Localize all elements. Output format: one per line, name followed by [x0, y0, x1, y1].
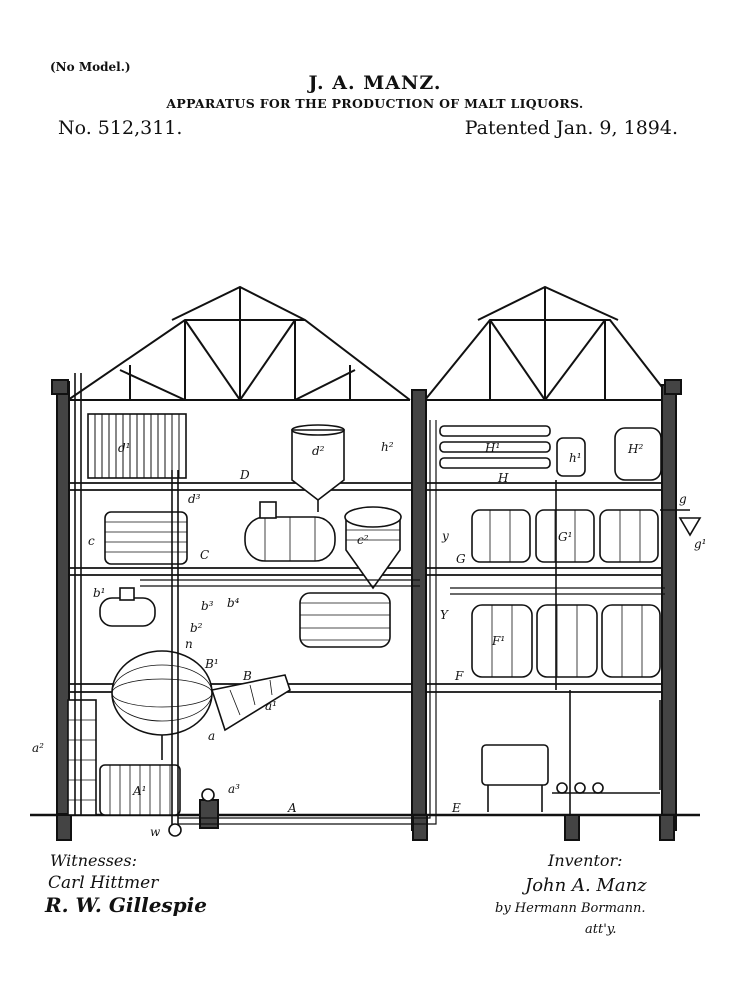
label-a1: a¹ — [265, 699, 277, 713]
label-c2: c² — [357, 533, 369, 547]
signature-block: Witnesses: Carl Hittmer R. W. Gillespie … — [44, 851, 647, 937]
label-D: D — [239, 468, 250, 482]
label-A: A — [287, 801, 297, 815]
label-c: c — [88, 534, 95, 548]
label-h1: h¹ — [569, 451, 582, 465]
label-d2: d² — [312, 444, 325, 458]
label-w: w — [150, 825, 161, 839]
patent-number: No. 512,311. — [58, 117, 183, 139]
roof-trusses — [67, 285, 673, 401]
label-g: g — [679, 492, 687, 506]
label-b4: b⁴ — [227, 596, 240, 610]
label-F: F — [454, 669, 464, 683]
attorney-signature: by Hermann Bormann. — [495, 901, 646, 916]
inventor-signature: John A. Manz — [521, 875, 647, 896]
label-G: G — [456, 552, 466, 566]
label-y: y — [441, 529, 449, 543]
label-h2: h² — [381, 440, 394, 454]
inventor-label: Inventor: — [547, 851, 623, 870]
building-walls — [30, 379, 700, 841]
figure-labels: d¹ D d² h² H¹ H h¹ H² d³ c C c² G G¹ g g… — [32, 440, 707, 839]
label-b3: b³ — [201, 599, 214, 613]
label-d3: d³ — [188, 492, 201, 506]
label-a3: a³ — [228, 782, 240, 796]
label-B1: B¹ — [204, 657, 219, 671]
label-H: H — [497, 471, 509, 485]
left-equipment — [67, 373, 437, 837]
label-a2: a² — [32, 741, 44, 755]
label-b1: b¹ — [93, 586, 106, 600]
label-n: n — [185, 637, 193, 651]
inventor-heading: J. A. MANZ. — [308, 72, 442, 94]
model-note: (No Model.) — [50, 60, 131, 74]
witnesses-label: Witnesses: — [50, 851, 137, 870]
label-g1: g¹ — [694, 537, 707, 551]
witness-1-signature: Carl Hittmer — [48, 873, 159, 893]
patent-title: APPARATUS FOR THE PRODUCTION OF MALT LIQ… — [166, 96, 584, 111]
label-Y: Y — [440, 608, 449, 622]
attorney-abbrev: att'y. — [585, 922, 617, 937]
label-A1: A¹ — [132, 784, 146, 798]
patent-date: Patented Jan. 9, 1894. — [464, 117, 678, 139]
label-b2: b² — [190, 621, 203, 635]
label-G1: G¹ — [558, 530, 572, 544]
label-C: C — [200, 548, 209, 562]
right-equipment — [439, 425, 702, 815]
label-E: E — [451, 801, 461, 815]
label-F1: F¹ — [491, 634, 505, 648]
witness-2-signature: R. W. Gillespie — [44, 893, 207, 917]
label-B: B — [242, 669, 252, 683]
label-a: a — [208, 729, 215, 743]
label-H2: H² — [627, 442, 643, 456]
label-H1: H¹ — [484, 441, 500, 455]
label-d1: d¹ — [118, 441, 131, 455]
